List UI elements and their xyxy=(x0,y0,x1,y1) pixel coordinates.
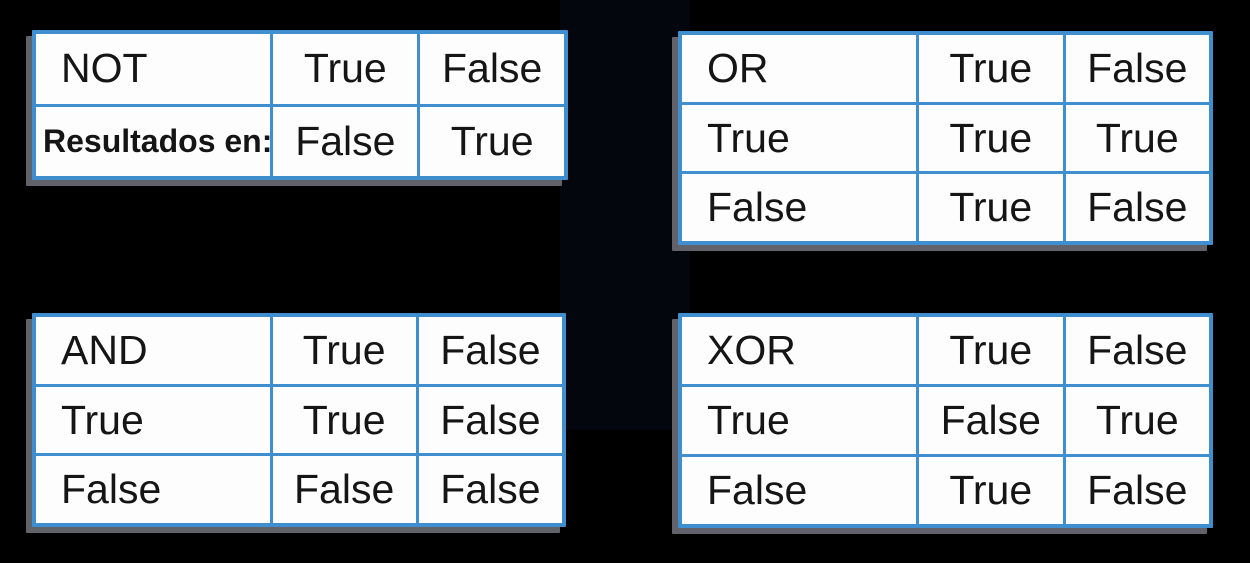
operator-cell: AND xyxy=(36,317,270,384)
table-cell: True xyxy=(1065,104,1210,172)
table-row: OR True False xyxy=(682,35,1210,102)
table-cell: True xyxy=(918,317,1063,384)
input-label-cell: True xyxy=(682,104,916,172)
input-label-cell: False xyxy=(682,174,916,242)
table-cell: False xyxy=(273,106,418,176)
table-cell: False xyxy=(1065,317,1210,384)
table-row: XOR True False xyxy=(682,317,1210,384)
table-cell: False xyxy=(272,456,416,524)
input-label-cell: True xyxy=(36,386,270,454)
table-cell: False xyxy=(1065,174,1210,242)
table-cell: True xyxy=(918,174,1063,242)
table-cell: True xyxy=(918,457,1063,524)
table-cell: True xyxy=(918,104,1063,172)
truth-table-and: AND True False True True False False Fal… xyxy=(32,313,566,527)
table-cell: True xyxy=(918,35,1063,102)
table-cell: True xyxy=(1065,387,1210,454)
table-cell: True xyxy=(273,34,418,104)
table-cell: True xyxy=(420,106,565,176)
table-cell: False xyxy=(1065,35,1210,102)
input-label-cell: False xyxy=(36,456,270,524)
table-cell: False xyxy=(1065,457,1210,524)
operator-cell: OR xyxy=(682,35,916,102)
table-row: True True False xyxy=(36,386,562,454)
table-row: True False True xyxy=(682,387,1210,454)
table-cell: True xyxy=(272,386,416,454)
table-cell: False xyxy=(418,386,562,454)
table-row: False True False xyxy=(682,174,1210,242)
table-row: NOT True False xyxy=(36,34,565,104)
table-cell: False xyxy=(418,456,562,524)
table-cell: False xyxy=(918,387,1063,454)
operator-cell: NOT xyxy=(36,34,271,104)
results-caption-cell: Resultados en: xyxy=(36,106,271,176)
truth-table-or: OR True False True True True False True … xyxy=(678,31,1213,245)
table-row: False False False xyxy=(36,456,562,524)
table-row: False True False xyxy=(682,457,1210,524)
table-row: Resultados en: False True xyxy=(36,106,565,176)
truth-table-not: NOT True False Resultados en: False True xyxy=(32,30,568,180)
table-cell: True xyxy=(272,317,416,384)
truth-table-xor: XOR True False True False True False Tru… xyxy=(678,313,1213,528)
input-label-cell: True xyxy=(682,387,916,454)
operator-cell: XOR xyxy=(682,317,916,384)
table-cell: False xyxy=(418,317,562,384)
table-row: True True True xyxy=(682,104,1210,172)
input-label-cell: False xyxy=(682,457,916,524)
background-tint xyxy=(560,0,690,430)
table-row: AND True False xyxy=(36,317,562,384)
table-cell: False xyxy=(420,34,565,104)
